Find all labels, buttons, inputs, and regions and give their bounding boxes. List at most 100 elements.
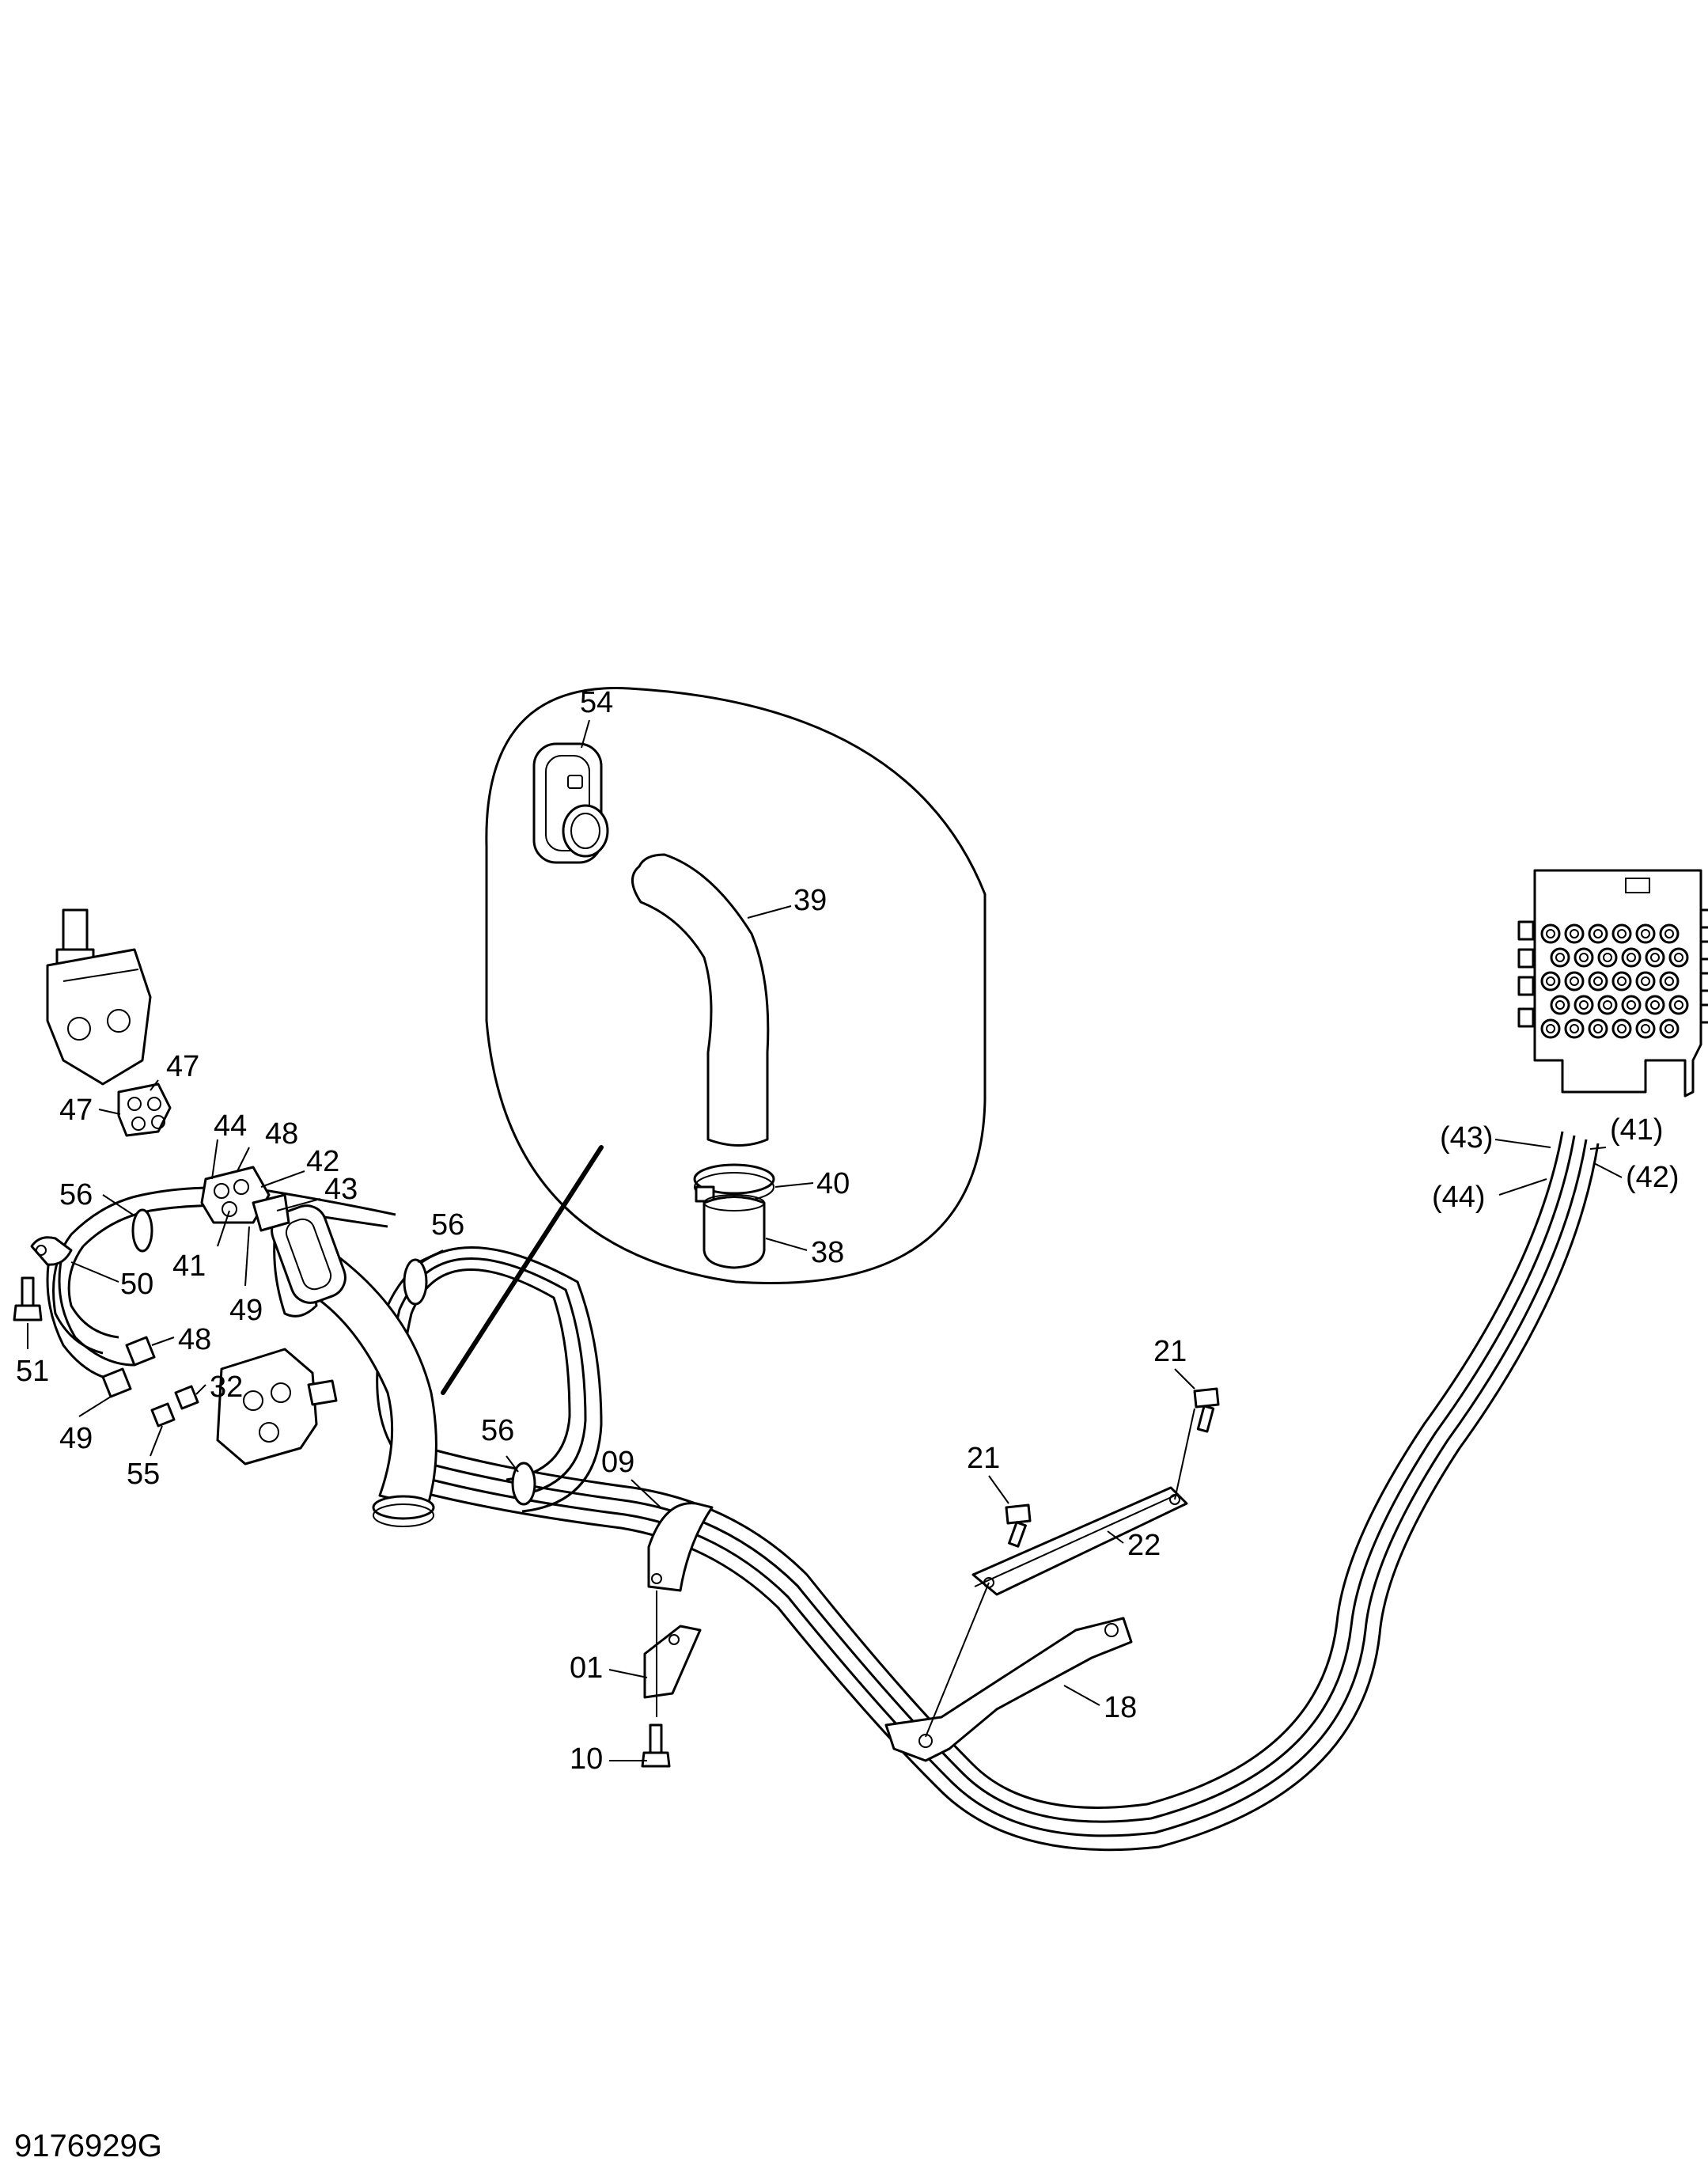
valve-fitting-port — [1546, 1024, 1555, 1033]
valve-fitting — [1668, 995, 1689, 1015]
bracket-18 — [884, 1617, 1133, 1762]
valve-fitting — [1659, 923, 1680, 944]
valve-fitting-port — [1603, 953, 1612, 962]
valve-fitting-port — [1579, 953, 1589, 962]
label-41-ref: (41) — [1610, 1113, 1664, 1147]
fitting-55 — [150, 1402, 176, 1428]
label-55: 55 — [127, 1458, 160, 1491]
bolt-21-right — [1193, 1387, 1220, 1433]
band-clamp-56-upper — [403, 1258, 428, 1306]
valve-fitting — [1564, 971, 1585, 992]
fitting-32 — [174, 1385, 199, 1410]
label-56-b: 56 — [431, 1208, 464, 1242]
label-51: 51 — [16, 1355, 49, 1388]
hose-elbow-main — [271, 1204, 437, 1527]
clamp-40 — [693, 1163, 775, 1203]
valve-fitting — [1550, 995, 1570, 1015]
valve-fitting-port — [1664, 1024, 1674, 1033]
label-49-a: 49 — [229, 1294, 263, 1327]
label-18: 18 — [1104, 1691, 1137, 1724]
valve-fitting-port — [1570, 1024, 1579, 1033]
bolt-51 — [13, 1276, 43, 1321]
label-48-b: 48 — [178, 1323, 211, 1356]
valve-fitting — [1540, 971, 1561, 992]
valve-fitting-port — [1546, 976, 1555, 986]
valve-fitting-port — [1627, 953, 1636, 962]
label-22: 22 — [1127, 1529, 1161, 1562]
valve-fitting — [1659, 1018, 1680, 1039]
band-clamp-56-lower — [511, 1462, 536, 1506]
valve-fitting — [1574, 947, 1594, 968]
valve-fitting-port — [1593, 929, 1603, 938]
bolt-10 — [641, 1723, 671, 1768]
band-clamp-56-left — [131, 1208, 153, 1253]
valve-fitting-port — [1555, 1000, 1565, 1010]
valve-fitting — [1588, 923, 1608, 944]
valve-fitting-port — [1570, 976, 1579, 986]
clamp-09 — [647, 1502, 714, 1592]
valve-fitting — [1540, 923, 1561, 944]
valve-fitting-port — [1579, 1000, 1589, 1010]
label-01: 01 — [570, 1651, 603, 1685]
grommet-54 — [532, 742, 609, 864]
control-valve-block — [1517, 869, 1708, 1098]
valve-fitting-port — [1650, 1000, 1660, 1010]
bar-22 — [971, 1486, 1188, 1596]
valve-fitting-port — [1617, 1024, 1627, 1033]
label-54: 54 — [580, 686, 613, 719]
valve-fitting — [1597, 947, 1618, 968]
label-43-ref: (43) — [1440, 1121, 1494, 1155]
label-39: 39 — [793, 884, 827, 917]
label-44: 44 — [214, 1109, 247, 1143]
valve-fitting — [1564, 923, 1585, 944]
valve-fitting-port — [1617, 929, 1627, 938]
label-43: 43 — [324, 1173, 358, 1206]
valve-fitting-port — [1603, 1000, 1612, 1010]
label-47-b: 47 — [59, 1094, 93, 1127]
label-47-a: 47 — [166, 1050, 199, 1083]
valve-fitting-port — [1555, 953, 1565, 962]
valve-fitting — [1550, 947, 1570, 968]
valve-fitting-port — [1627, 1000, 1636, 1010]
label-42-ref: (42) — [1626, 1161, 1680, 1194]
valve-fitting — [1668, 947, 1689, 968]
valve-fitting — [1564, 1018, 1585, 1039]
valve-fitting-port — [1546, 929, 1555, 938]
valve-fitting — [1611, 1018, 1632, 1039]
label-50: 50 — [120, 1268, 153, 1301]
valve-fitting — [1597, 995, 1618, 1015]
label-56-c: 56 — [481, 1414, 514, 1447]
label-21-a: 21 — [1153, 1335, 1187, 1368]
valve-fitting — [1588, 971, 1608, 992]
valve-fitting — [1611, 923, 1632, 944]
label-44-ref: (44) — [1432, 1181, 1486, 1214]
fittings-cluster — [200, 1166, 290, 1232]
valve-fitting-port — [1570, 929, 1579, 938]
valve-fitting-port — [1617, 976, 1627, 986]
valve-fitting — [1635, 971, 1656, 992]
pump — [216, 1348, 338, 1465]
fittings-47 — [117, 1083, 172, 1137]
valve-fitting — [1659, 971, 1680, 992]
label-09: 09 — [601, 1446, 634, 1479]
valve-fitting — [1635, 1018, 1656, 1039]
label-56-a: 56 — [59, 1178, 93, 1211]
drawing-number: 9176929G — [14, 2129, 162, 2163]
valve-fitting-port — [1641, 929, 1650, 938]
valve-fitting-port — [1674, 953, 1683, 962]
clamp-50 — [30, 1236, 73, 1266]
valve-fitting-port — [1641, 976, 1650, 986]
label-40: 40 — [816, 1167, 850, 1200]
fitting-48-lower — [125, 1336, 156, 1367]
valve-fitting — [1645, 947, 1665, 968]
valve-fitting-port — [1593, 976, 1603, 986]
valve-fitting — [1621, 947, 1642, 968]
leader-lines — [27, 719, 1623, 1761]
valve-fitting-port — [1593, 1024, 1603, 1033]
fitting-49-lower — [101, 1367, 132, 1398]
cap-38 — [703, 1194, 766, 1269]
bolt-21-left — [1005, 1503, 1032, 1548]
valve-fitting — [1645, 995, 1665, 1015]
label-48-a: 48 — [265, 1117, 298, 1151]
